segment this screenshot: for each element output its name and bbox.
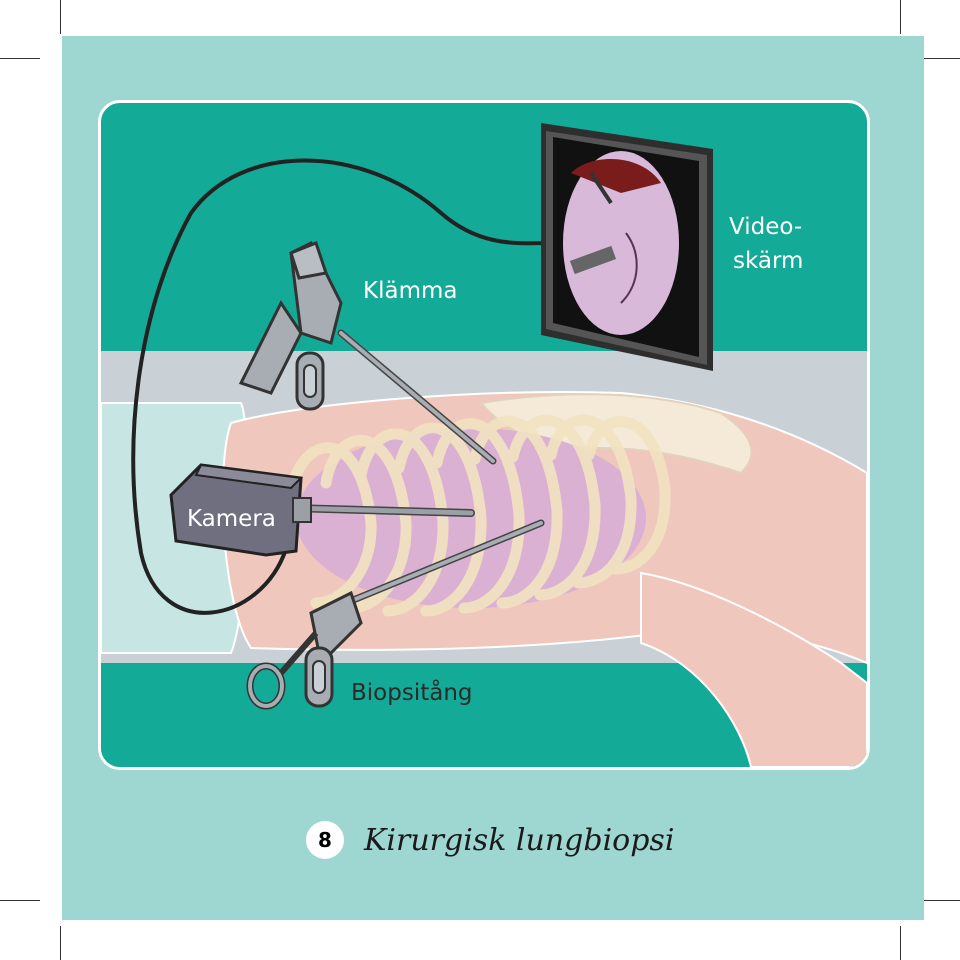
- rib-cage-icon: [285, 414, 671, 617]
- label-video-line1: Video-: [729, 214, 803, 240]
- clamp-icon: [238, 240, 497, 465]
- crop-mark: [0, 900, 40, 901]
- lung-icon: [296, 428, 646, 608]
- crop-mark: [60, 0, 61, 34]
- surgery-illustration: [101, 123, 867, 767]
- figure-caption: 8 Kirurgisk lungbiopsi: [306, 818, 674, 862]
- biopsy-forceps-icon: [246, 519, 545, 710]
- illustration-panel: Klämma Video- skärm Kamera Biopsitång: [98, 100, 870, 770]
- table-base: [101, 663, 641, 767]
- crop-mark: [0, 58, 40, 59]
- video-monitor-icon: [541, 123, 713, 371]
- label-video-line2: skärm: [733, 248, 804, 274]
- label-klamma: Klämma: [363, 278, 458, 304]
- figure-title: Kirurgisk lungbiopsi: [364, 822, 675, 858]
- patient-leg: [640, 571, 867, 767]
- figure-number: 8: [306, 821, 344, 859]
- label-biopsitang: Biopsitång: [351, 680, 473, 706]
- crop-mark: [900, 926, 901, 960]
- crop-mark: [920, 58, 960, 59]
- camera-icon: [169, 463, 475, 557]
- crop-mark: [60, 926, 61, 960]
- crop-mark: [920, 900, 960, 901]
- label-kamera: Kamera: [187, 506, 276, 532]
- crop-mark: [900, 0, 901, 34]
- cable-icon: [131, 158, 547, 615]
